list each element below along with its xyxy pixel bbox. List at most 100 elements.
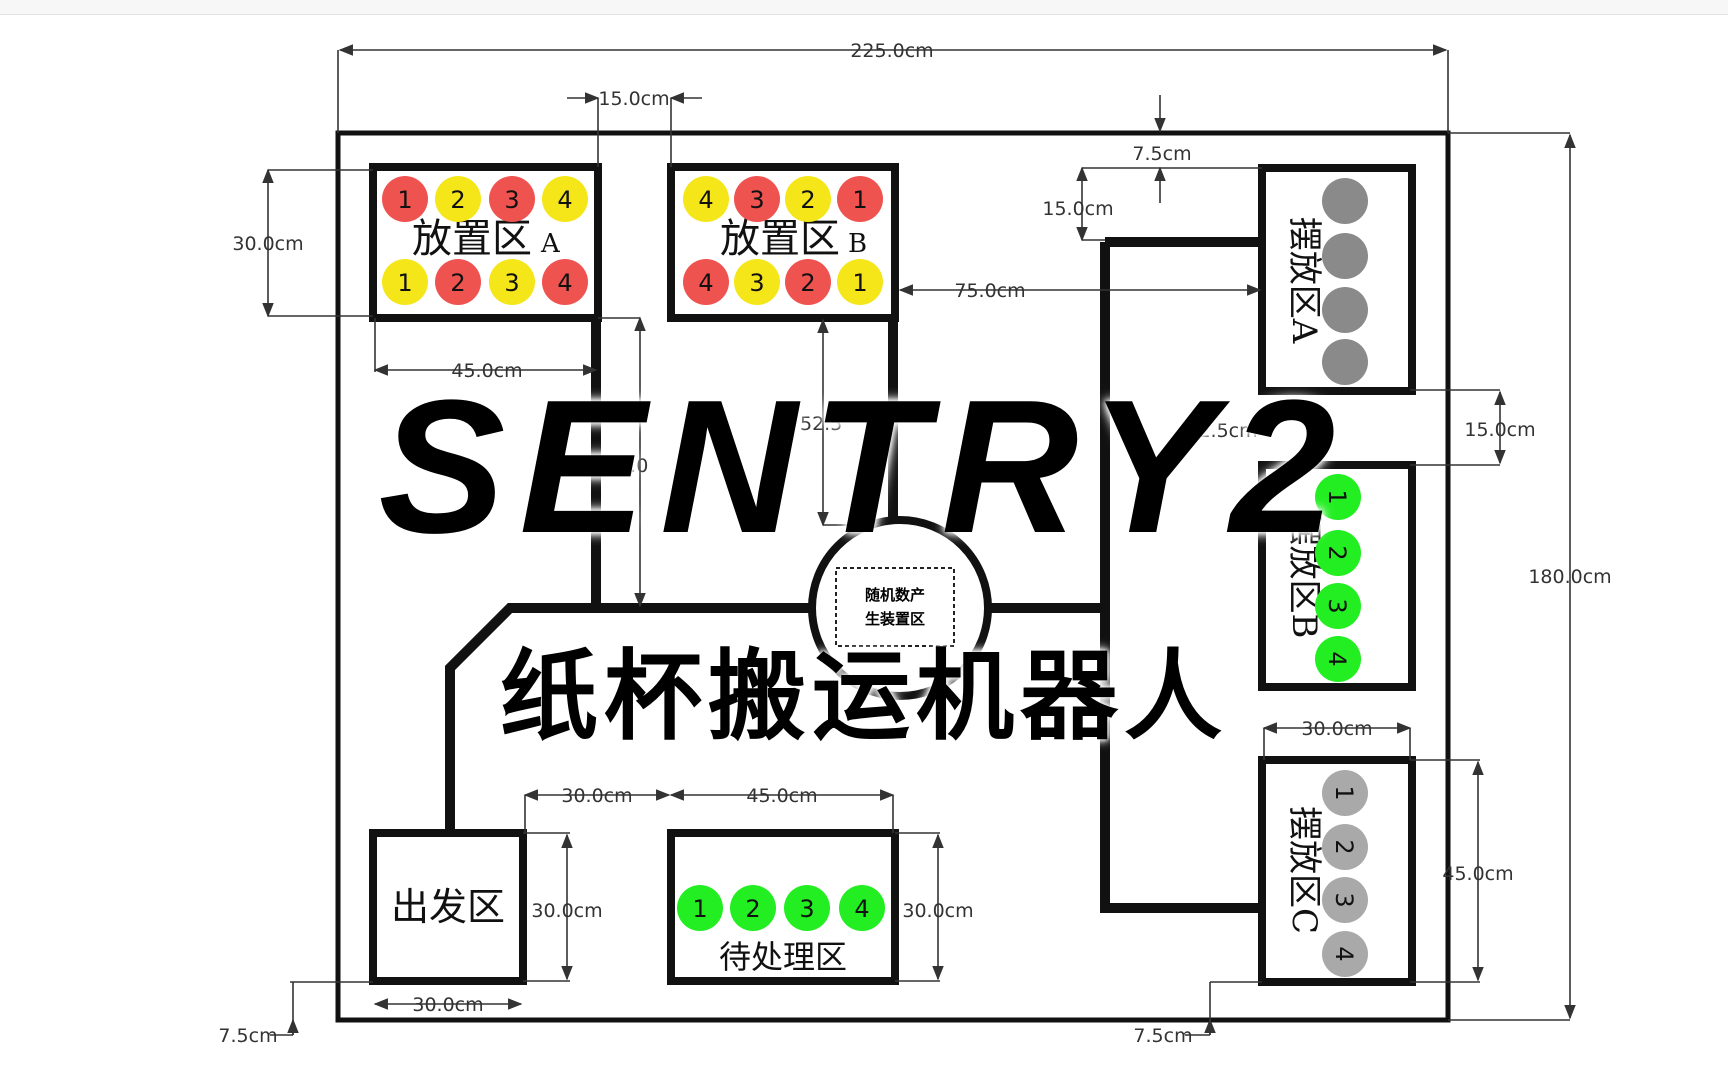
cup-zone-a-bottom: 2 <box>435 259 481 305</box>
dim-placement-offset: 15.0cm <box>1042 198 1113 220</box>
cup-circle <box>542 259 588 305</box>
dim-start-to-pending: 30.0cm <box>561 785 632 807</box>
dim-vertical-60: 60.0 <box>606 455 648 477</box>
cup-number: 3 <box>1330 892 1358 907</box>
cup-zone-b-bottom: 3 <box>734 259 780 305</box>
cup-number: 2 <box>800 186 815 214</box>
dim-start-height: 30.0cm <box>531 900 602 922</box>
cup-circle <box>734 176 780 222</box>
cup-circle <box>1322 178 1368 224</box>
cup-number: 4 <box>557 269 572 297</box>
cup-circle <box>683 259 729 305</box>
start-zone-box <box>369 829 527 985</box>
dim-zone-a-width: 45.0cm <box>451 360 522 382</box>
cup-placement-b: 2 <box>1315 530 1361 576</box>
cup-placement-a <box>1322 287 1368 333</box>
cup-number: 1 <box>1323 489 1351 504</box>
cup-number: 3 <box>504 186 519 214</box>
cup-zone-a-top: 1 <box>382 176 428 222</box>
dim-placement-c-height: 45.0cm <box>1442 863 1513 885</box>
cup-placement-b: 1 <box>1315 474 1361 520</box>
cup-zone-b-bottom: 4 <box>683 259 729 305</box>
cup-circle <box>1322 233 1368 279</box>
cup-number: 2 <box>745 895 760 923</box>
placement-b-label: 摆放区B <box>1284 512 1324 639</box>
cup-number: 4 <box>698 186 713 214</box>
dim-bottom-left-margin: 7.5cm <box>218 1025 277 1047</box>
cup-circle <box>1315 474 1361 520</box>
cup-zone-b-top: 3 <box>734 176 780 222</box>
cup-circle <box>730 885 776 931</box>
zone-b-label: 放置区 <box>720 216 840 262</box>
cup-placement-b: 3 <box>1315 583 1361 629</box>
cup-number: 2 <box>800 269 815 297</box>
dim-total-width: 225.0cm <box>850 40 933 62</box>
cup-number: 4 <box>557 186 572 214</box>
cup-pending: 2 <box>730 885 776 931</box>
dim-pending-height: 30.0cm <box>902 900 973 922</box>
cup-circle <box>683 176 729 222</box>
cup-number: 3 <box>799 895 814 923</box>
cup-zone-b-bottom: 2 <box>785 259 831 305</box>
cup-pending: 1 <box>677 885 723 931</box>
cup-circle <box>784 885 830 931</box>
cup-circle <box>1322 339 1368 385</box>
cup-circle <box>435 259 481 305</box>
cup-circle <box>1315 583 1361 629</box>
dim-placement-c-width: 30.0cm <box>1301 718 1372 740</box>
start-zone-label: 出发区 <box>391 885 505 929</box>
cup-zone-a-bottom: 3 <box>489 259 535 305</box>
random-generator-box <box>835 567 955 647</box>
cup-placement-b: 4 <box>1315 636 1361 682</box>
cup-placement-c: 3 <box>1322 877 1368 923</box>
dim-gap-ab: 15.0cm <box>598 88 669 110</box>
cup-zone-a-bottom: 4 <box>542 259 588 305</box>
cup-circle <box>837 176 883 222</box>
cup-number: 1 <box>397 269 412 297</box>
field-border <box>335 130 1451 1023</box>
cup-circle <box>839 885 885 931</box>
window-top-strip <box>0 0 1728 15</box>
overlay-title: SENTRY2 <box>378 361 1350 573</box>
cup-circle <box>785 176 831 222</box>
cup-zone-b-top: 1 <box>837 176 883 222</box>
dim-vertical-52: 52.5 <box>800 413 842 435</box>
cup-circle <box>677 885 723 931</box>
cup-circle <box>1315 530 1361 576</box>
random-generator-label-1: 随机数产 <box>865 586 925 604</box>
cup-number: 2 <box>1330 839 1358 854</box>
zone-a-suffix: A <box>540 229 561 259</box>
cup-pending: 4 <box>839 885 885 931</box>
cup-number: 4 <box>1330 946 1358 961</box>
zone-a-label: 放置区 <box>412 216 532 262</box>
zone-b-suffix: B <box>848 229 867 259</box>
dim-top-margin: 7.5cm <box>1132 143 1191 165</box>
cup-placement-a <box>1322 233 1368 279</box>
dim-zone-b-to-placement: 75.0cm <box>954 280 1025 302</box>
cup-number: 3 <box>504 269 519 297</box>
cup-number: 1 <box>397 186 412 214</box>
cup-number: 4 <box>854 895 869 923</box>
cup-number: 1 <box>692 895 707 923</box>
cup-number: 1 <box>1330 785 1358 800</box>
cup-zone-a-top: 2 <box>435 176 481 222</box>
cup-circle <box>489 176 535 222</box>
cup-number: 1 <box>852 269 867 297</box>
cup-circle <box>1322 877 1368 923</box>
pending-zone-label: 待处理区 <box>719 938 847 976</box>
cup-number: 1 <box>852 186 867 214</box>
cup-circle <box>435 176 481 222</box>
cup-circle <box>382 259 428 305</box>
cup-number: 4 <box>1323 651 1351 666</box>
cup-circle <box>837 259 883 305</box>
cup-zone-a-bottom: 1 <box>382 259 428 305</box>
cup-number: 3 <box>749 269 764 297</box>
placement-c-label: 摆放区C <box>1284 806 1324 934</box>
placement-a-label: 摆放区A <box>1284 217 1324 344</box>
cup-circle <box>489 259 535 305</box>
cup-circle <box>734 259 780 305</box>
cup-zone-b-bottom: 1 <box>837 259 883 305</box>
cup-placement-c: 2 <box>1322 824 1368 870</box>
